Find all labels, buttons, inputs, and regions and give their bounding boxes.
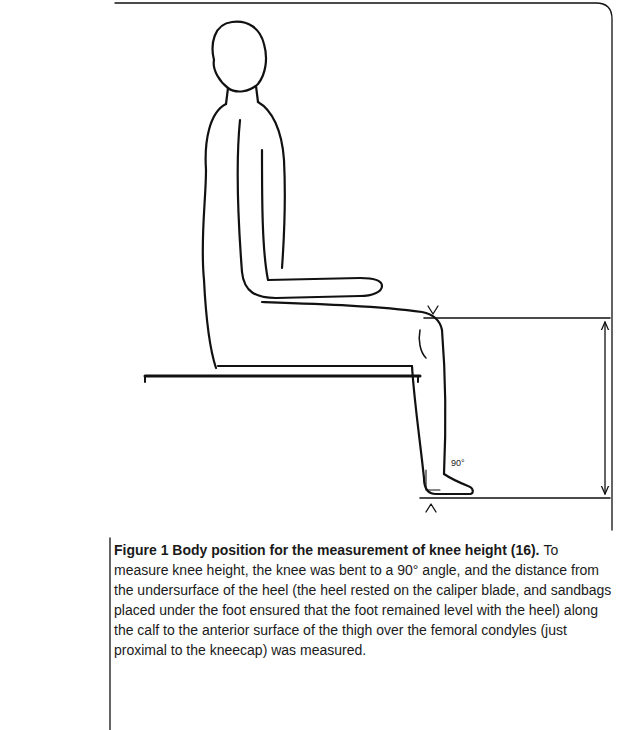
caption-rule bbox=[109, 538, 110, 730]
head bbox=[213, 22, 266, 92]
dimension-arrow bbox=[604, 322, 605, 494]
thigh-under bbox=[218, 365, 412, 367]
knee bbox=[419, 330, 426, 358]
caliper-pointer bbox=[428, 306, 438, 314]
arm bbox=[238, 120, 382, 298]
thigh-top bbox=[262, 302, 442, 330]
angle-label: 90° bbox=[450, 458, 466, 468]
caliper-pointer bbox=[426, 504, 436, 512]
caliper-lower-blade bbox=[420, 497, 610, 499]
right-angle-mark bbox=[426, 470, 440, 490]
seat-edge bbox=[145, 376, 418, 382]
neck bbox=[226, 86, 258, 104]
shin bbox=[442, 330, 445, 474]
figure-title: Figure 1 Body position for the measureme… bbox=[114, 542, 540, 558]
seat bbox=[145, 375, 420, 378]
foot bbox=[424, 474, 473, 494]
caliper-upper-blade bbox=[424, 317, 610, 319]
figure-caption-block: Figure 1 Body position for the measureme… bbox=[114, 540, 612, 660]
figure-frame bbox=[115, 3, 612, 530]
figure-caption: To measure knee height, the knee was ben… bbox=[114, 542, 611, 658]
back bbox=[203, 104, 226, 368]
